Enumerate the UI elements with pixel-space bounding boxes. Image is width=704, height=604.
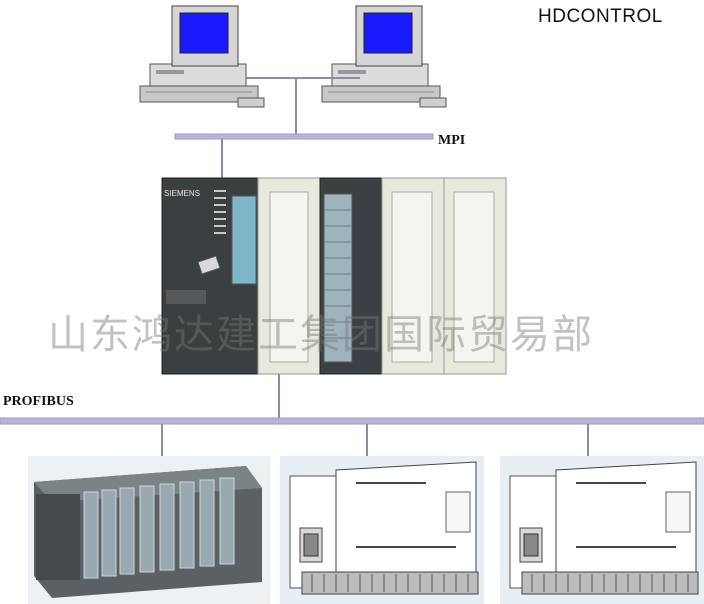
s7-200-plc-1 [280,456,484,604]
cpu-brand-text: SIEMENS [164,189,200,198]
s7-300-plc [161,177,507,375]
workstation-pc-1 [139,5,265,108]
s7-300-rack [28,456,270,604]
mpi-label: MPI [438,133,466,148]
profibus-label: PROFIBUS [3,394,74,409]
s7-200-plc-2 [500,456,704,604]
brand-title: HDCONTROL [538,6,663,27]
profibus-bus [0,417,704,425]
watermark: 山东鸿达建工集团国际贸易部 [48,312,594,358]
mpi-bus [174,133,434,140]
workstation-pc-2 [321,5,447,108]
